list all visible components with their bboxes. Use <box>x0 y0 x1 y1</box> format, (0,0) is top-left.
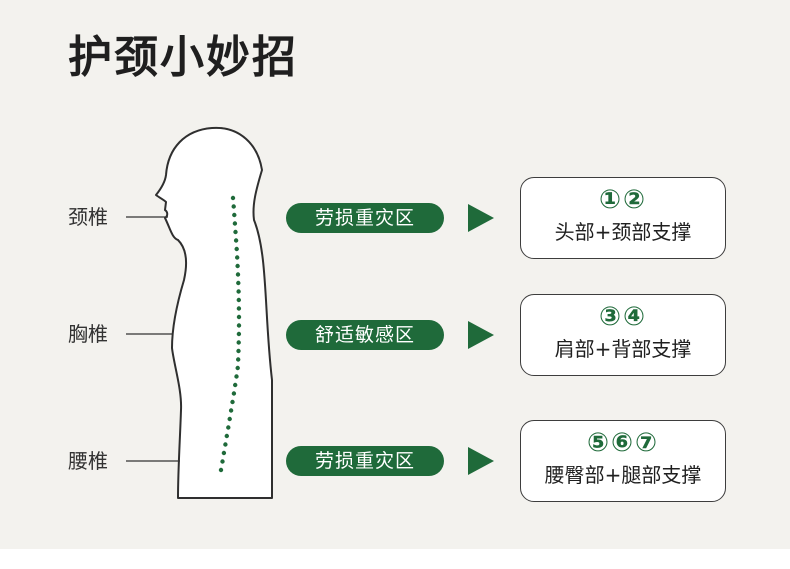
spine-dot <box>226 425 231 430</box>
spine-dot <box>236 314 242 320</box>
card-numbers: ③④ <box>598 302 648 332</box>
spine-dot <box>236 280 241 286</box>
spine-dot <box>235 255 240 260</box>
spine-dot <box>236 340 241 345</box>
spine-dot <box>227 416 232 422</box>
arrow-right-icon <box>468 447 494 475</box>
card-numbers: ①② <box>598 185 648 215</box>
spine-dot <box>236 331 242 337</box>
spine-dot <box>218 467 224 473</box>
spine-dot <box>236 348 241 354</box>
card-support-text: 肩部+背部支撑 <box>554 337 692 361</box>
spine-dot <box>228 408 234 413</box>
spine-label-thoracic: 胸椎 <box>68 322 108 346</box>
arrow-right-icon <box>468 204 494 232</box>
spine-dot <box>235 272 241 277</box>
spine-dot <box>221 450 227 456</box>
card-support-text: 头部+颈部支撑 <box>554 220 692 244</box>
card-support-text: 腰臀部+腿部支撑 <box>544 463 702 487</box>
spine-dot <box>232 221 238 226</box>
body-silhouette <box>126 126 273 499</box>
spine-dot <box>236 306 242 311</box>
card-numbers: ⑤⑥⑦ <box>586 428 660 458</box>
spine-dot <box>233 382 238 388</box>
support-card-2: ③④ 肩部+背部支撑 <box>520 294 726 376</box>
arrow-right-icon <box>468 321 494 349</box>
zone-pill-1: 劳损重灾区 <box>286 203 444 233</box>
spine-dot <box>223 442 228 447</box>
spine-dot <box>233 229 238 235</box>
spine-label-lumbar: 腰椎 <box>68 449 108 473</box>
spine-dot <box>234 374 239 379</box>
support-card-3: ⑤⑥⑦ 腰臀部+腿部支撑 <box>520 420 726 502</box>
spine-dot <box>235 365 240 371</box>
spine-dot <box>224 433 229 439</box>
spine-dot <box>233 238 239 243</box>
support-card-1: ①② 头部+颈部支撑 <box>520 177 726 259</box>
body-outline <box>155 126 273 499</box>
spine-dot <box>220 459 225 464</box>
spine-dot <box>232 212 237 218</box>
spine-dot <box>236 289 241 294</box>
spine-dot <box>235 263 240 269</box>
spine-label-cervical: 颈椎 <box>68 205 108 229</box>
spine-dot <box>230 399 235 405</box>
spine-dot <box>236 323 242 328</box>
spine-dot <box>236 297 241 303</box>
zone-pill-3: 劳损重灾区 <box>286 446 444 476</box>
page-title: 护颈小妙招 <box>68 32 298 83</box>
spine-dot <box>236 357 241 362</box>
spine-dot <box>234 246 239 252</box>
spine-dots <box>218 195 242 473</box>
spine-dot <box>230 195 236 201</box>
spine-dot <box>231 391 237 396</box>
spine-dot <box>231 204 236 209</box>
page: 护颈小妙招 颈椎 胸椎 腰椎 劳损重灾区 舒适敏感区 劳损重灾区 ①② 头部+颈… <box>0 0 790 549</box>
zone-pill-2: 舒适敏感区 <box>286 320 444 350</box>
